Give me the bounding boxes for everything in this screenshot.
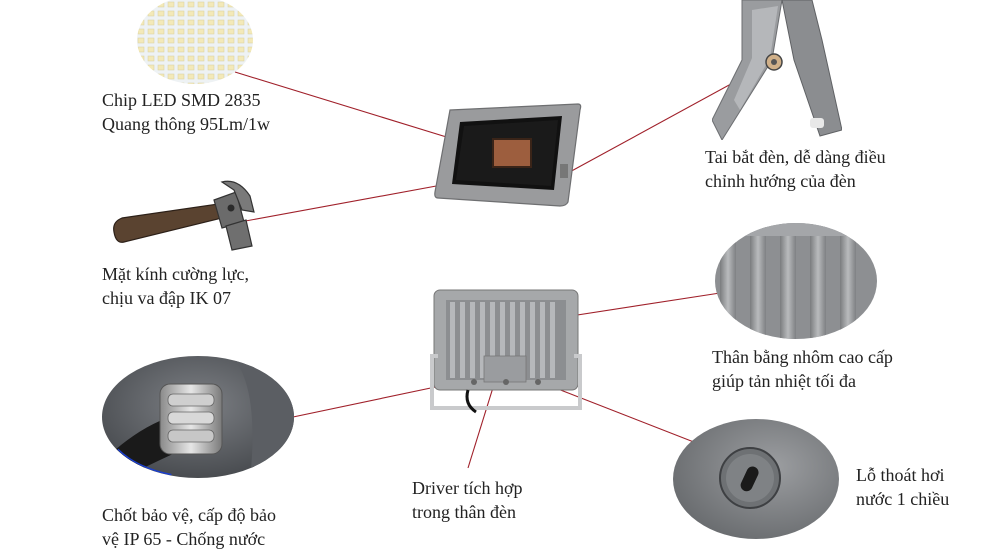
label-vent-line1: Lỗ thoát hơi [856,465,945,485]
floodlight-front [434,103,582,207]
label-body: Thân bằng nhôm cao cấp giúp tản nhiệt tố… [712,345,893,393]
label-vent: Lỗ thoát hơi nước 1 chiều [856,463,949,511]
label-chip: Chip LED SMD 2835 Quang thông 95Lm/1w [102,88,270,136]
label-body-line2: giúp tản nhiệt tối đa [712,371,856,391]
driver-box [483,355,527,383]
label-chip-line1: Chip LED SMD 2835 [102,90,261,110]
label-body-line1: Thân bằng nhôm cao cấp [712,347,893,367]
floodlight-back [430,289,582,414]
label-bracket: Tai bắt đèn, dễ dàng điều chỉnh hướng củ… [705,145,886,193]
label-seal-line1: Chốt bảo vệ, cấp độ bảo [102,505,276,525]
label-chip-line2: Quang thông 95Lm/1w [102,114,270,134]
vent-plug-icon [673,419,839,539]
leader-glass [239,181,459,223]
label-bracket-line1: Tai bắt đèn, dễ dàng điều [705,147,886,167]
label-driver-line1: Driver tích hợp [412,478,523,498]
cable-gland-icon [102,356,294,478]
led-array [492,138,532,168]
heatsink-fins-icon [715,223,877,339]
label-glass-line2: chịu va đập IK 07 [102,288,231,308]
label-glass: Mặt kính cường lực, chịu va đập IK 07 [102,262,249,310]
label-glass-line1: Mặt kính cường lực, [102,264,250,284]
label-bracket-line2: chỉnh hướng của đèn [705,171,856,191]
label-driver: Driver tích hợp trong thân đèn [412,476,523,524]
label-driver-line2: trong thân đèn [412,502,516,522]
label-vent-line2: nước 1 chiều [856,489,950,509]
label-seal: Chốt bảo vệ, cấp độ bảo vệ IP 65 - Chống… [102,503,276,551]
led-grid-icon [137,0,253,84]
label-seal-line2: vệ IP 65 - Chống nước [102,529,266,549]
bracket-icon [712,0,842,140]
hammer-icon [113,180,255,251]
bracket-side [560,164,568,178]
